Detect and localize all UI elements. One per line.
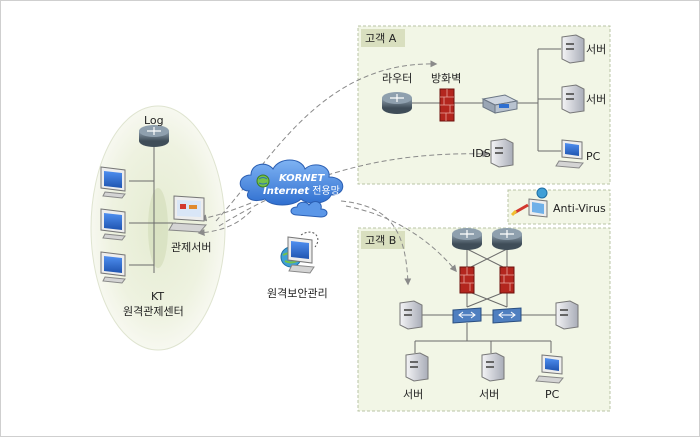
router-label: 라우터: [382, 72, 412, 85]
center-links: [129, 147, 176, 273]
server-a2-label: 서버: [586, 93, 606, 106]
server-b-left-icon: [399, 300, 423, 330]
customer-b-tag-bg: [361, 231, 405, 249]
antivirus-icon: [510, 187, 548, 218]
pc-a-label: PC: [586, 150, 601, 163]
customer-b-links: [414, 247, 557, 353]
router-b1-icon: [452, 228, 482, 250]
monitor-icon-3: [100, 251, 126, 284]
customer-a-tag-bg: [361, 29, 405, 47]
ids-label: IDS: [472, 147, 491, 160]
antivirus-label: Anti-Virus: [553, 202, 606, 215]
firewall-b1-icon: [459, 266, 475, 294]
center-highlight: [148, 188, 168, 268]
firewall-a-icon: [439, 88, 455, 122]
server-a1-label: 서버: [586, 43, 606, 56]
switch-b2-icon: [492, 307, 522, 324]
cloud-line1: KORNET: [279, 173, 326, 184]
arc-to-control-server: [197, 210, 252, 236]
control-server-label: 관제서버: [171, 241, 211, 254]
ids-icon: [490, 138, 514, 168]
pc-b-icon: [535, 354, 564, 384]
kornet-cloud-icon: [239, 159, 344, 206]
arc-cloud-center: [199, 202, 252, 222]
monitor-icon-2: [100, 208, 126, 241]
customer-a-tag: 고객 A: [365, 32, 397, 45]
server-b1-label: 서버: [403, 388, 423, 401]
server-b-right-icon: [555, 300, 579, 330]
log-label: Log: [144, 114, 164, 127]
log-router-icon: [139, 125, 169, 147]
remote-management-label: 원격보안관리: [267, 287, 328, 300]
monitor-icon-1: [100, 166, 126, 199]
server-a2-icon: [561, 84, 585, 114]
antivirus-zone: [507, 189, 611, 225]
arc-to-ids-a: [218, 150, 490, 227]
server-b2-label: 서버: [479, 388, 499, 401]
server-b2-icon: [481, 352, 505, 382]
org-line2: 원격관제센터: [123, 305, 184, 318]
firewall-b2-icon: [499, 266, 515, 294]
cloud-line2-rest: 전용망: [309, 185, 340, 197]
cloud-line2: Internet 전용망: [263, 185, 340, 197]
switch-a-icon: [481, 94, 519, 114]
router-b2-icon: [492, 228, 522, 250]
pc-a-icon: [555, 139, 584, 169]
cloud-line2-italic: Internet: [263, 186, 310, 197]
remote-management-icon: [280, 201, 328, 274]
router-a-icon: [382, 92, 412, 114]
pc-b-label: PC: [545, 388, 560, 401]
control-server-icon: [168, 195, 208, 233]
firewall-label: 방화벽: [431, 72, 461, 85]
connection-arcs: [197, 60, 490, 286]
arc-to-firewall-a: [215, 60, 438, 222]
server-b1-icon: [405, 352, 429, 382]
server-a1-icon: [561, 34, 585, 64]
org-line1: KT: [151, 290, 164, 303]
customer-b-tag: 고객 B: [365, 234, 396, 247]
arc-to-firewall-b: [345, 205, 457, 273]
arc-to-server-b: [340, 200, 412, 286]
switch-b1-icon: [452, 307, 482, 324]
